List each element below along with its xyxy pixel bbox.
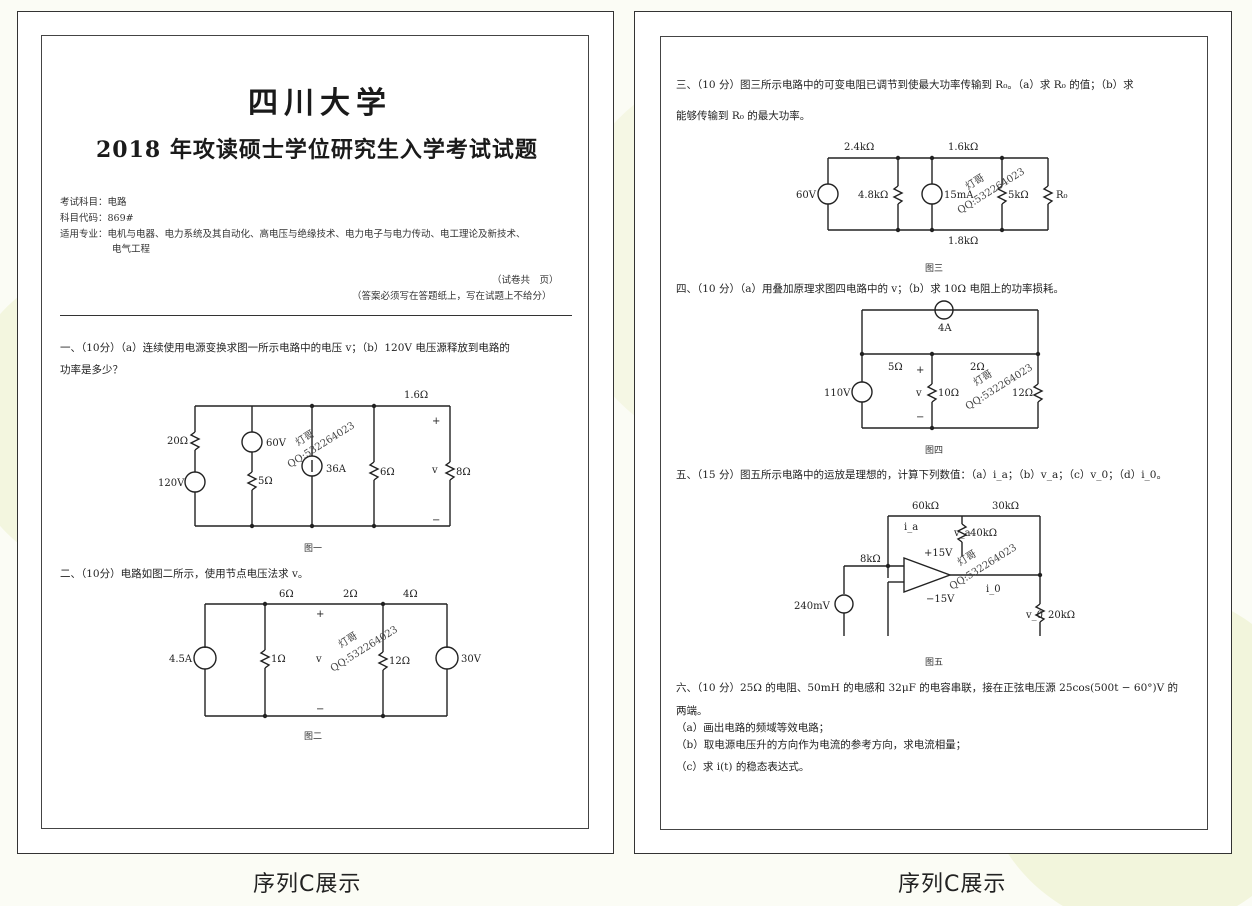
exam-code: 科目代码：869# [60, 213, 134, 224]
fig3-r18: 1.8kΩ [948, 236, 978, 247]
fig2-r1: 1Ω [271, 654, 286, 665]
question-1-text: 一、（10分）（a）连续使用电源变换求图一所示电路中的电压 v；（b）120V … [60, 342, 510, 354]
answer-note: （答案必须写在答题纸上，写在试题上不给分） [352, 291, 552, 302]
left-caption: 序列C展示 [253, 872, 362, 897]
fig2-r2: 2Ω [343, 589, 358, 600]
watermark-2b: QQ:532264023 [329, 624, 400, 674]
fig1-r8: 8Ω [456, 467, 471, 478]
fig1-v60: 60V [266, 438, 287, 449]
question-6-part-a: （a）画出电路的频域等效电路； [676, 722, 830, 734]
figure-5-caption: 图五 [925, 658, 944, 668]
question-2-text: 二、（10分）电路如图二所示，使用节点电压法求 v。 [60, 568, 309, 580]
right-exam-page [634, 11, 1232, 854]
fig1-v: v [431, 465, 438, 476]
fig2-minus: − [316, 704, 324, 715]
pages-note: （试卷共 页） [492, 275, 559, 286]
fig5-va: v_a [953, 528, 971, 539]
fig3-r0: R₀ [1056, 190, 1068, 201]
fig1-plus: + [432, 416, 440, 427]
fig1-v120: 120V [158, 478, 185, 489]
fig3-r24: 2.4kΩ [844, 142, 874, 153]
fig5-v240: 240mV [794, 601, 831, 612]
question-1-text-cont: 功率是多少？ [60, 364, 123, 376]
fig3-i15: 15mA [944, 190, 974, 201]
header-divider [60, 315, 572, 316]
fig4-i4: 4A [938, 323, 952, 334]
exam-majors: 适用专业：电机与电器、电力系统及其自动化、高电压与绝缘技术、电力电子与电力传动、… [60, 229, 526, 240]
fig2-r12: 12Ω [389, 656, 410, 667]
fig4-r10: 10Ω [938, 388, 959, 399]
exam-title: 2018 年攻读硕士学位研究生入学考试试题 [96, 137, 538, 163]
fig1-r6: 6Ω [380, 467, 395, 478]
figure-1-caption: 图一 [304, 544, 323, 554]
question-5-text: 五、（15 分）图五所示电路中的运放是理想的，计算下列数值：（a）i_a；（b）… [676, 469, 1167, 481]
question-3-text: 三、（10 分）图三所示电路中的可变电阻已调节到使最大功率传输到 R₀。（a）求… [676, 79, 1134, 91]
fig1-r5: 5Ω [258, 476, 273, 487]
fig2-plus: + [316, 609, 324, 620]
fig5-r20: 20kΩ [1048, 610, 1075, 621]
fig3-r5: 5kΩ [1008, 190, 1029, 201]
right-caption: 序列C展示 [898, 872, 1007, 897]
fig4-v110: 110V [824, 388, 851, 399]
fig4-r2: 2Ω [970, 362, 985, 373]
fig4-plus: + [916, 365, 924, 376]
fig4-r12: 12Ω [1012, 388, 1033, 399]
fig1-minus: − [432, 515, 440, 526]
figure-2-caption: 图二 [304, 732, 323, 742]
figure-3-circuit: 2.4kΩ 1.6kΩ 60V 4.8kΩ 15mA 5kΩ R₀ 1.8kΩ … [796, 142, 1068, 247]
fig5-p15: +15V [924, 548, 953, 559]
question-6-part-b: （b）取电源电压升的方向作为电流的参考方向，求电流相量； [676, 739, 967, 751]
fig3-r16: 1.6kΩ [948, 142, 978, 153]
question-6-text: 六、（10 分）25Ω 的电阻、50mH 的电感和 32μF 的电容串联，接在正… [676, 682, 1179, 694]
fig3-v60: 60V [796, 190, 817, 201]
right-page-frame [660, 36, 1208, 830]
fig4-v: v [915, 388, 922, 399]
watermark-5b: QQ:532264023 [948, 542, 1019, 592]
fig2-r6: 6Ω [279, 589, 294, 600]
school-name: 四川大学 [248, 86, 392, 121]
fig2-v: v [315, 654, 322, 665]
fig3-r48: 4.8kΩ [858, 190, 888, 201]
fig1-r20: 20Ω [167, 436, 188, 447]
fig2-i45: 4.5A [169, 654, 193, 665]
question-6-text-cont: 两端。 [676, 705, 708, 717]
fig5-v0: v_0 [1025, 610, 1043, 621]
fig5-r60: 60kΩ [912, 501, 939, 512]
left-page-frame [41, 35, 589, 829]
fig5-i0: i_0 [986, 584, 1001, 595]
fig5-ia: i_a [904, 522, 918, 533]
exam-majors-cont: 电气工程 [112, 244, 151, 255]
figure-3-caption: 图三 [925, 264, 944, 274]
fig5-r40: 40kΩ [970, 528, 997, 539]
fig5-r8: 8kΩ [860, 554, 881, 565]
fig1-i36: 36A [326, 464, 347, 475]
figure-2-circuit: 4.5A 1Ω 6Ω 2Ω 4Ω + v 12Ω 30V − 灯哥 QQ:532… [169, 589, 482, 719]
question-6-part-c: （c）求 i(t) 的稳态表达式。 [676, 761, 810, 773]
question-3-text-cont: 能够传输到 R₀ 的最大功率。 [676, 110, 811, 122]
fig5-r30: 30kΩ [992, 501, 1019, 512]
question-4-text: 四、（10 分）（a）用叠加原理求图四电路中的 v；（b）求 10Ω 电阻上的功… [676, 283, 1064, 295]
fig4-minus: − [916, 412, 924, 423]
figure-5-circuit: 60kΩ 30kΩ i_a v_a 40kΩ 8kΩ +15V −15V i_0… [794, 501, 1075, 636]
figure-1-circuit: 20Ω 120V 60V 5Ω 36A 6Ω 1.6Ω + v 8Ω − 灯哥 … [158, 390, 471, 529]
exam-subject: 考试科目：电路 [60, 197, 127, 208]
figure-4-caption: 图四 [925, 446, 944, 456]
fig2-r4: 4Ω [403, 589, 418, 600]
fig4-r5: 5Ω [888, 362, 903, 373]
fig2-v30: 30V [461, 654, 482, 665]
fig1-r16: 1.6Ω [404, 390, 428, 401]
figure-4-circuit: 4A 5Ω 2Ω 110V + v 10Ω − 12Ω 灯哥 QQ:532264… [824, 300, 1044, 431]
left-exam-page [17, 11, 614, 854]
fig5-m15: −15V [926, 594, 955, 605]
